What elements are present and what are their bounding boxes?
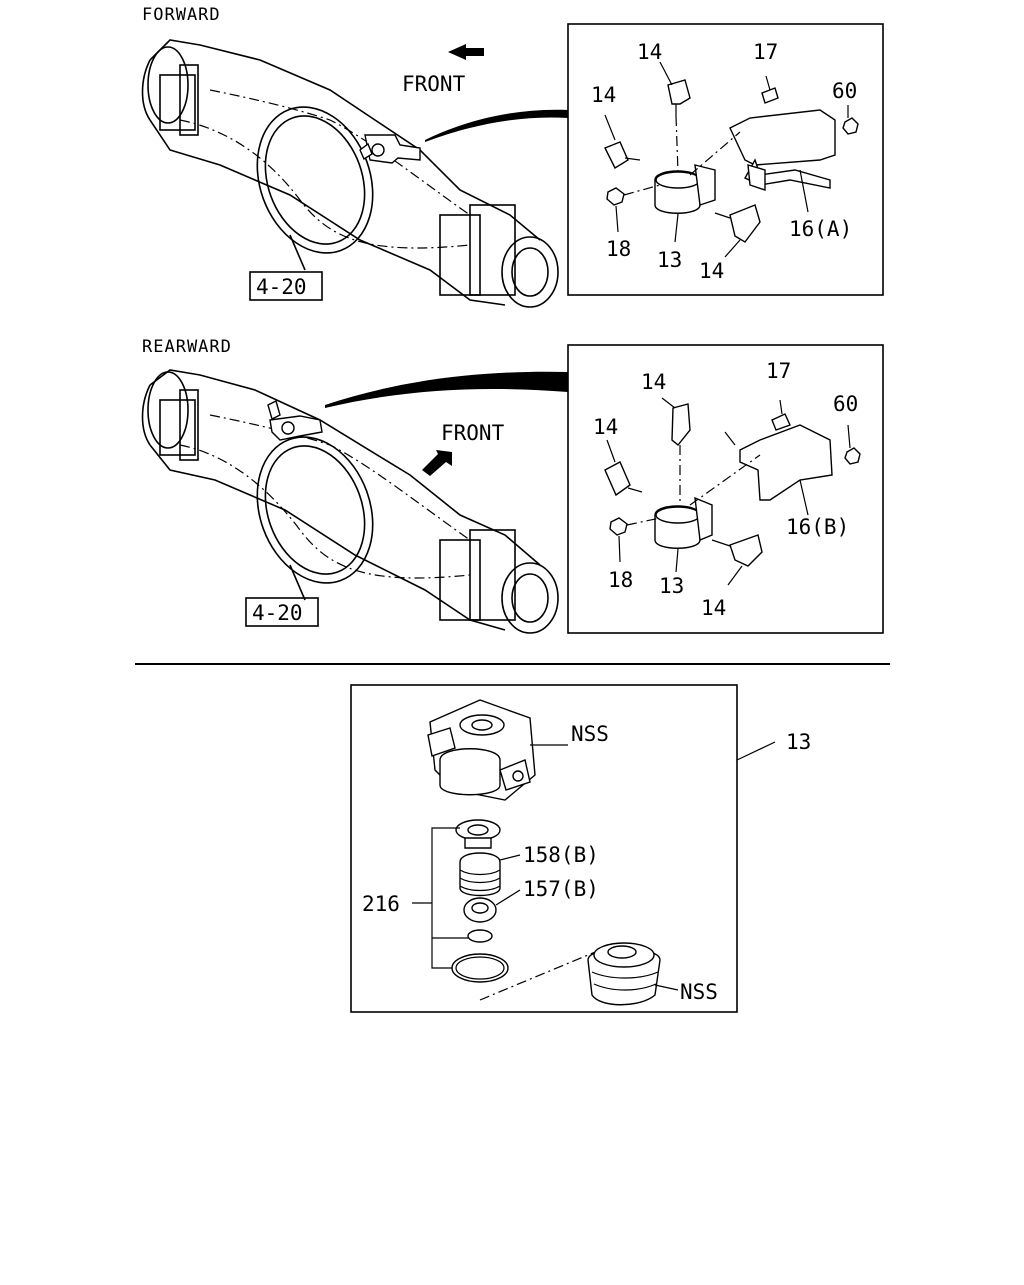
kit-parts-drawing — [451, 819, 521, 983]
callout-158b: 158(B) — [523, 843, 599, 867]
rearward-title: REARWARD — [142, 337, 232, 357]
forward-detail-box: 14 17 60 14 18 13 14 16(A) — [567, 23, 884, 296]
rearward-callout-18: 18 — [608, 568, 633, 592]
callout-157b: 157(B) — [523, 877, 599, 901]
rearward-detail-box: 14 17 60 14 18 13 14 16(B) — [567, 344, 884, 634]
rearward-callout-14-top: 14 — [641, 370, 666, 394]
rearward-ref-box — [245, 597, 319, 627]
part-13-detail: 13 NSS — [350, 684, 811, 1013]
rearward-detail-leader — [325, 371, 568, 408]
rearward-axle-housing-drawing — [141, 369, 559, 634]
callout-nss-top: NSS — [571, 722, 609, 746]
forward-callout-60: 60 — [832, 79, 857, 103]
part-13-leader — [736, 741, 776, 761]
forward-callout-16a: 16(A) — [789, 217, 852, 241]
forward-callout-17: 17 — [753, 40, 778, 64]
forward-ref-box — [249, 271, 323, 301]
cap-drawing — [479, 942, 679, 1006]
kit-bracket — [431, 827, 460, 969]
rearward-front-label: FRONT — [441, 421, 505, 445]
part-13-number: 13 — [786, 730, 811, 754]
rearward-callout-60: 60 — [833, 392, 858, 416]
forward-callout-14-right: 14 — [699, 259, 724, 283]
callout-216: 216 — [362, 892, 400, 916]
forward-ref-label: 4-20 — [256, 275, 307, 299]
forward-front-label: FRONT — [402, 72, 466, 96]
forward-callout-14-top: 14 — [637, 40, 662, 64]
rearward-callout-17: 17 — [766, 359, 791, 383]
forward-callout-13: 13 — [657, 248, 682, 272]
forward-callout-14-left: 14 — [591, 83, 616, 107]
rearward-callout-14-right: 14 — [701, 596, 726, 620]
rearward-ref-label: 4-20 — [252, 601, 303, 625]
rearward-front-arrow-icon — [422, 450, 452, 476]
rearward-section: REARWARD FRONT 4-20 — [141, 337, 884, 634]
rearward-callout-14-left: 14 — [593, 415, 618, 439]
part-13-detail-box — [350, 684, 738, 1013]
rearward-callout-16b: 16(B) — [786, 515, 849, 539]
valve-body-drawing — [427, 699, 568, 801]
rearward-callout-13: 13 — [659, 574, 684, 598]
forward-title: FORWARD — [142, 5, 221, 25]
forward-callout-18: 18 — [606, 237, 631, 261]
forward-section: FORWARD FRONT — [141, 5, 884, 308]
callout-nss-bottom: NSS — [680, 980, 718, 1004]
forward-detail-leader — [425, 109, 568, 142]
forward-front-arrow-icon — [448, 44, 484, 60]
forward-axle-housing-drawing — [141, 39, 559, 308]
